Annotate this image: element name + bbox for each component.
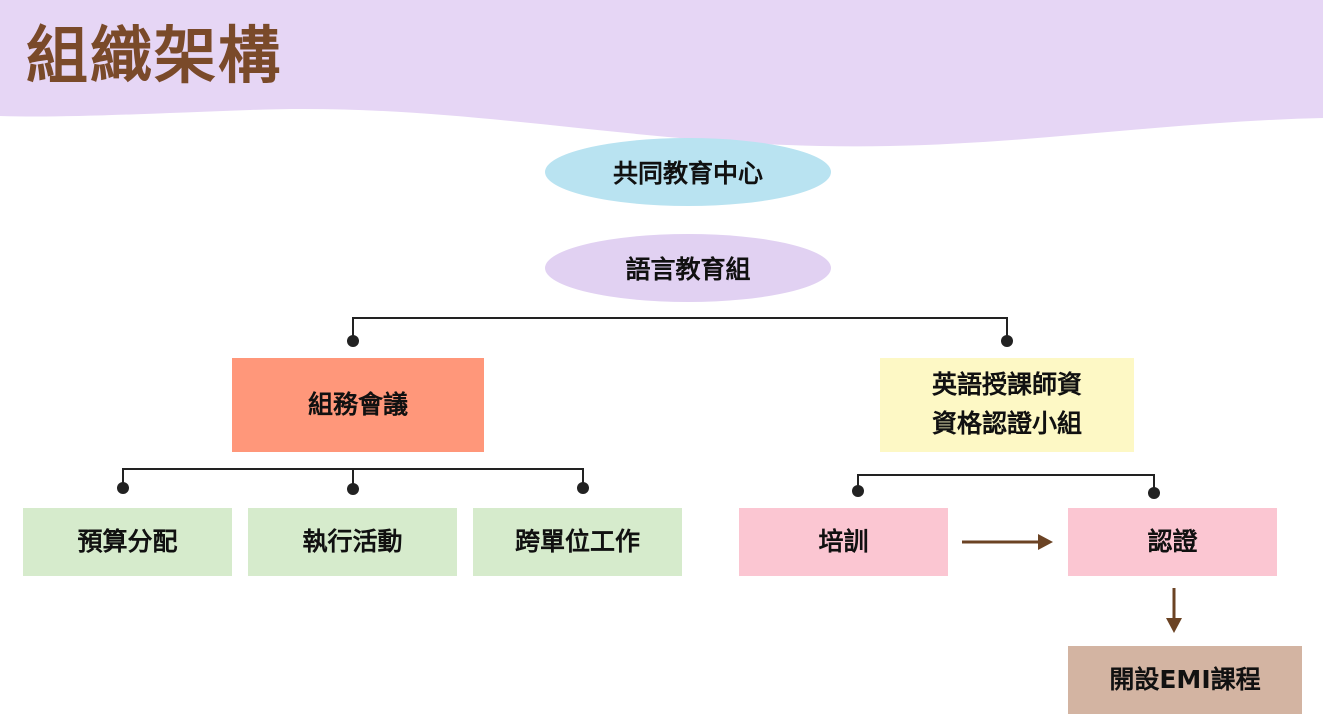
node-certification: 認證 bbox=[1068, 508, 1277, 576]
node-emi-courses-label: 開設EMI課程 bbox=[1109, 664, 1261, 694]
arrow-training-to-certification bbox=[962, 534, 1053, 550]
node-training-label: 培訓 bbox=[818, 526, 869, 556]
node-emi-courses: 開設EMI課程 bbox=[1068, 646, 1302, 714]
node-cross-unit: 跨單位工作 bbox=[473, 508, 682, 576]
node-cross-unit-label: 跨單位工作 bbox=[514, 526, 640, 556]
node-certification-label: 認證 bbox=[1147, 526, 1198, 556]
node-cert-team-line-2: 資格認證小組 bbox=[931, 409, 1082, 438]
node-center: 共同教育中心 bbox=[545, 138, 831, 206]
node-language-group: 語言教育組 bbox=[545, 234, 831, 302]
node-group-meeting-label: 組務會議 bbox=[307, 389, 408, 419]
node-training: 培訓 bbox=[739, 508, 948, 576]
node-cert-team: 英語授課師資 資格認證小組 bbox=[880, 358, 1134, 452]
header-band bbox=[0, 0, 1323, 147]
page-title: 組織架構 bbox=[26, 19, 283, 92]
tree-connectors bbox=[122, 317, 1155, 493]
node-activities: 執行活動 bbox=[248, 508, 457, 576]
connector-dots bbox=[117, 335, 1160, 499]
node-group-meeting: 組務會議 bbox=[232, 358, 484, 452]
node-center-label: 共同教育中心 bbox=[612, 159, 763, 188]
arrow-certification-to-emi bbox=[1166, 588, 1182, 633]
node-budget: 預算分配 bbox=[23, 508, 232, 576]
node-activities-label: 執行活動 bbox=[302, 526, 403, 556]
node-cert-team-line-1: 英語授課師資 bbox=[931, 370, 1082, 400]
node-language-group-label: 語言教育組 bbox=[625, 255, 751, 284]
node-budget-label: 預算分配 bbox=[77, 526, 178, 556]
